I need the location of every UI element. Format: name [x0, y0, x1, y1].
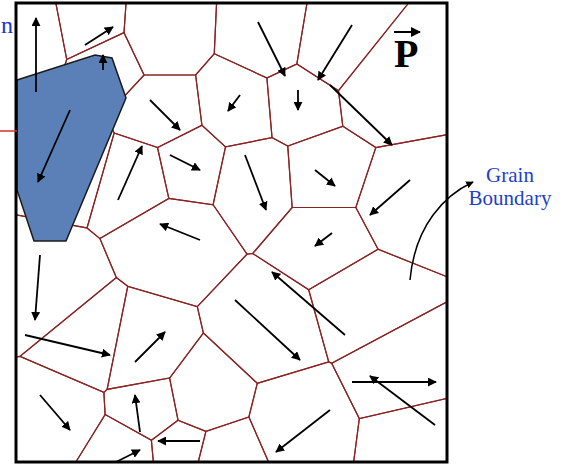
grain-boundary — [151, 420, 206, 462]
grain-boundary — [267, 64, 343, 146]
polarization-arrow — [370, 376, 435, 425]
grain-boundary — [356, 135, 447, 277]
polarization-arrow — [118, 146, 142, 200]
polarization-arrow — [370, 180, 410, 215]
polarization-symbol: P — [394, 32, 434, 76]
boundary-label: Grain Boundary — [444, 164, 576, 210]
grain-boundary — [213, 138, 292, 255]
grain-boundary — [198, 417, 268, 462]
grain-boundary — [107, 286, 203, 389]
highlighted-grain — [17, 55, 126, 241]
leader-line — [0, 130, 17, 132]
polarization-arrow — [352, 381, 436, 383]
polarization-arrow — [258, 22, 285, 76]
polarization-arrow — [38, 110, 70, 182]
grain-boundary — [196, 54, 272, 147]
polarization-arrow — [245, 155, 266, 210]
grain-boundary — [354, 398, 447, 462]
polarization-arrow — [318, 25, 352, 80]
cut-label: n — [1, 12, 31, 38]
polarization-arrow — [116, 450, 140, 462]
grain-boundary — [16, 356, 105, 462]
grain-boundary — [253, 208, 378, 290]
grain-boundary — [158, 125, 226, 204]
grain-boundary — [309, 249, 447, 363]
grain-boundary — [249, 362, 359, 462]
polarization-arrow — [297, 90, 299, 110]
polarization-arrow — [315, 170, 335, 186]
grain-boundary — [124, 3, 217, 75]
grain-boundary — [297, 3, 409, 91]
polarization-arrow — [102, 55, 104, 70]
grain-boundary — [76, 415, 153, 462]
grain-boundary — [214, 3, 307, 78]
grain-boundary — [104, 378, 178, 440]
polarization-arrow — [85, 27, 113, 45]
polarization-arrow — [35, 18, 37, 92]
polarization-arrow — [315, 233, 332, 246]
polarization-arrow — [276, 410, 330, 452]
polarization-arrow — [135, 332, 165, 362]
polarization-arrow — [135, 395, 140, 432]
grain-boundary — [197, 254, 328, 384]
polarization-arrow — [170, 155, 200, 170]
polarization-arrow — [40, 395, 70, 430]
polarization-arrow — [158, 440, 200, 442]
polarization-arrow — [272, 272, 345, 335]
polarization-arrow — [235, 300, 300, 360]
grain-boundary — [100, 198, 247, 306]
polarization-arrow — [150, 100, 180, 130]
grain-boundary — [338, 3, 447, 148]
leader-arrow — [410, 182, 473, 280]
polarization-arrow — [35, 255, 40, 320]
grain-boundary — [332, 302, 447, 419]
polarization-arrow — [330, 85, 392, 145]
grain-boundary — [56, 3, 126, 59]
sample-frame — [16, 3, 447, 462]
polarization-arrow — [160, 224, 200, 240]
polarization-arrow — [25, 335, 110, 355]
polarization-arrow — [228, 95, 240, 111]
grain-boundary — [288, 126, 376, 207]
grain-boundary — [170, 333, 258, 431]
